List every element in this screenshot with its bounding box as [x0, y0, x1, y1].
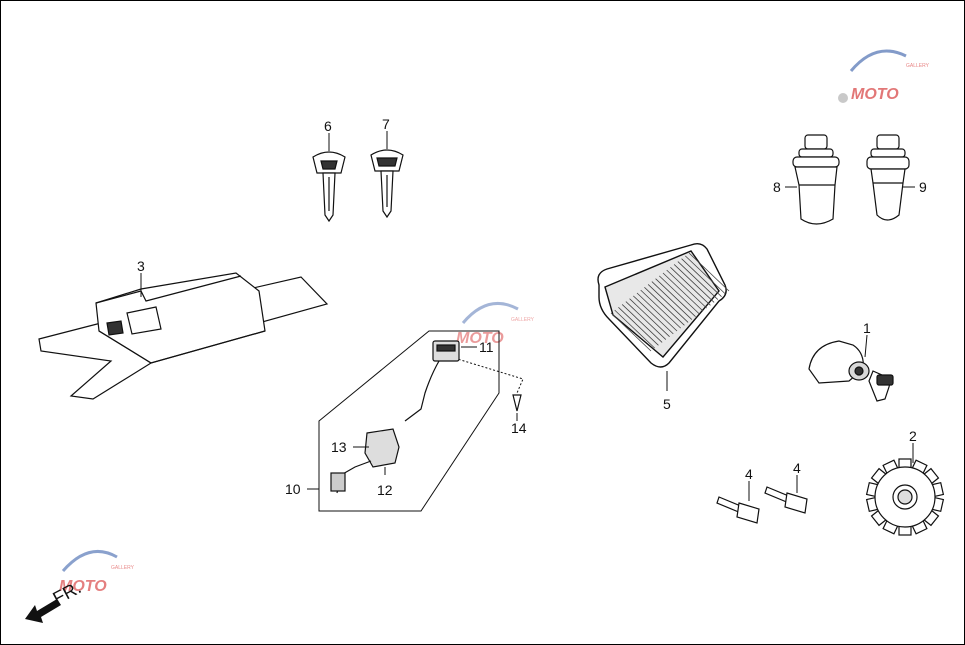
- filter-pleat: [618, 306, 659, 346]
- part-14-screw: [512, 394, 522, 412]
- part-4-bolt-right: [764, 486, 808, 514]
- callout-4-left: 4: [745, 466, 753, 482]
- watermark-text: MOTO: [851, 86, 899, 103]
- watermark-sub: GALLERY: [906, 63, 930, 69]
- filter-pleat: [688, 252, 730, 292]
- callout-5: 5: [663, 396, 671, 412]
- callout-9: 9: [919, 179, 927, 195]
- filter-pleat: [625, 301, 667, 340]
- filter-pleat: [659, 275, 700, 315]
- callout-2: 2: [909, 428, 917, 444]
- watermark-center: MOTO GALLERY: [456, 301, 535, 347]
- part-6-key: [312, 151, 346, 223]
- filter-pleat: [614, 309, 655, 349]
- callout-4-right: 4: [793, 460, 801, 476]
- callout-14: 14: [511, 420, 527, 436]
- part-2-sprocket: [865, 458, 945, 536]
- filter-pleat: [670, 266, 711, 306]
- part-11-connector: [404, 340, 460, 422]
- filter-pleat: [647, 284, 689, 323]
- watermark-sub: GALLERY: [511, 317, 535, 323]
- watermark-bottom-left: MOTO GALLERY: [59, 549, 135, 595]
- watermark-top-right: MOTO GALLERY: [838, 49, 930, 103]
- part-9-pin: [866, 134, 910, 221]
- part-12-block: [330, 428, 400, 494]
- filter-pleat: [621, 304, 663, 343]
- callout-10: 10: [285, 481, 301, 497]
- filter-pleat: [685, 255, 726, 295]
- filter-pleat: [651, 281, 693, 320]
- filter-pleat: [673, 264, 715, 303]
- callout-3: 3: [137, 258, 145, 274]
- part-3-seat-pad: [38, 272, 329, 400]
- filter-pleat: [640, 289, 681, 329]
- part-7-key: [370, 149, 404, 219]
- callout-1: 1: [863, 320, 871, 336]
- callout-7: 7: [382, 116, 390, 132]
- watermark-text: MOTO: [456, 330, 504, 347]
- leader-1: [864, 334, 868, 358]
- part-10-harness-group: [307, 330, 524, 512]
- watermark-sub: GALLERY: [111, 565, 135, 571]
- callout-8: 8: [773, 179, 781, 195]
- part-4-bolt-left: [716, 496, 760, 524]
- filter-pleat: [633, 295, 674, 335]
- filter-pleat: [662, 272, 704, 312]
- front-direction-arrow: FR.: [25, 577, 84, 623]
- callout-6: 6: [324, 118, 332, 134]
- filter-pleat: [655, 278, 696, 318]
- filter-pleat: [666, 269, 707, 309]
- part-8-pin: [792, 134, 840, 225]
- watermark-text: MOTO: [59, 578, 107, 595]
- filter-pleat: [677, 261, 719, 300]
- filter-pleats: [610, 252, 730, 352]
- callout-13: 13: [331, 439, 347, 455]
- filter-pleat: [636, 292, 678, 332]
- filter-pleat: [629, 298, 670, 338]
- filter-pleat: [644, 286, 685, 326]
- part-5-air-filter: [597, 242, 730, 368]
- filter-pleat: [610, 312, 652, 352]
- callout-11: 11: [479, 339, 494, 355]
- part-1-ignition-lock: [808, 340, 894, 402]
- filter-pleat: [681, 258, 722, 298]
- callout-12: 12: [377, 482, 393, 498]
